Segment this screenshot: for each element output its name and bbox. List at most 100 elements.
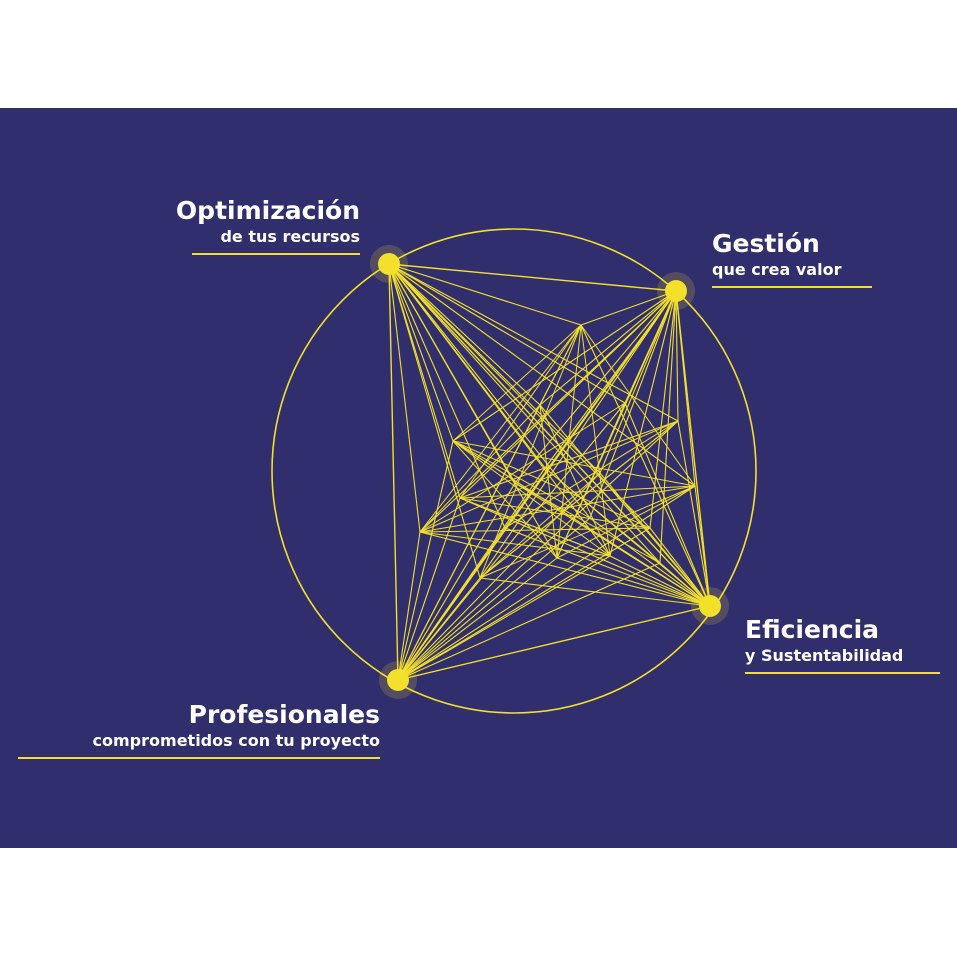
- connection-line: [419, 290, 677, 533]
- connection-line: [514, 290, 677, 484]
- connection-line: [459, 497, 611, 557]
- pillar-eficiencia-title: Eficiencia: [745, 615, 880, 644]
- node-dot: [387, 669, 409, 691]
- pillar-gestion-subtitle: que crea valor: [712, 260, 842, 279]
- connection-line: [388, 263, 506, 529]
- connection-line: [589, 517, 711, 607]
- connection-line: [397, 577, 481, 681]
- connection-line: [419, 402, 626, 533]
- connection-line: [609, 555, 711, 607]
- pillar-gestion-underline: [712, 286, 872, 288]
- connection-line: [580, 290, 677, 326]
- connection-line: [388, 263, 454, 442]
- connection-line: [388, 263, 591, 519]
- connection-line: [388, 263, 711, 607]
- pillar-eficiencia-subtitle: y Sustentabilidad: [745, 646, 904, 665]
- pillar-profesionales: Profesionales comprometidos con tu proye…: [10, 700, 380, 759]
- connection-line: [459, 420, 679, 499]
- connection-line: [459, 485, 696, 499]
- connection-line: [397, 527, 506, 681]
- connection-line: [419, 485, 696, 533]
- connection-line: [397, 482, 516, 681]
- connection-line: [452, 440, 611, 557]
- connection-line: [479, 324, 582, 579]
- connection-line: [388, 263, 481, 579]
- connection-line: [599, 290, 677, 474]
- connection-line: [459, 324, 582, 499]
- connection-line: [452, 440, 651, 529]
- connection-line: [539, 404, 558, 559]
- outer-circle: [271, 228, 757, 714]
- connection-line: [504, 420, 679, 529]
- connection-line: [539, 290, 677, 406]
- connection-line: [397, 531, 421, 681]
- connection-line: [397, 527, 651, 681]
- connection-line: [419, 404, 541, 533]
- connection-line: [388, 263, 399, 681]
- connection-line: [397, 562, 661, 681]
- connection-line: [397, 440, 454, 681]
- pillar-profesionales-subtitle: comprometidos con tu proyecto: [92, 731, 380, 750]
- pillar-optimizacion-subtitle: de tus recursos: [220, 227, 360, 246]
- connection-line: [556, 485, 696, 559]
- connection-line: [677, 420, 711, 607]
- connection-line: [419, 324, 582, 533]
- connection-line: [479, 420, 679, 579]
- connection-line: [675, 290, 679, 422]
- connection-line: [397, 485, 696, 681]
- pillar-optimizacion-underline: [192, 253, 360, 255]
- diagram-panel: Optimización de tus recursos Gestión que…: [0, 108, 957, 848]
- connection-line: [388, 263, 626, 404]
- pillar-gestion: Gestión que crea valor: [712, 229, 892, 288]
- connection-line: [609, 290, 677, 557]
- connection-lines: [388, 263, 711, 681]
- connection-line: [580, 324, 696, 487]
- node-dot: [665, 280, 687, 302]
- network-diagram: [271, 228, 757, 714]
- pillar-optimizacion-title: Optimización: [175, 196, 360, 225]
- pillar-optimizacion: Optimización de tus recursos: [130, 196, 360, 255]
- connection-line: [452, 440, 591, 519]
- pillar-profesionales-title: Profesionales: [188, 700, 380, 729]
- connection-line: [599, 472, 711, 607]
- connection-line: [539, 404, 611, 557]
- connection-line: [397, 404, 541, 681]
- connection-line: [397, 555, 611, 681]
- connection-line: [388, 263, 541, 406]
- connection-line: [452, 324, 582, 442]
- connection-line: [452, 440, 558, 559]
- connection-line: [580, 324, 711, 607]
- pillar-profesionales-underline: [18, 757, 380, 759]
- connection-line: [504, 527, 711, 607]
- connection-line: [388, 263, 677, 292]
- connection-line: [419, 420, 679, 533]
- connection-line: [397, 420, 679, 681]
- connection-line: [556, 324, 582, 559]
- connection-line: [479, 485, 696, 579]
- connection-line: [479, 472, 601, 579]
- connection-line: [556, 557, 711, 607]
- connection-line: [397, 557, 558, 681]
- connection-line: [397, 402, 626, 681]
- connection-line: [397, 497, 461, 681]
- connection-line: [452, 440, 696, 487]
- connection-line: [675, 290, 696, 487]
- connection-line: [504, 290, 677, 529]
- node-dot: [378, 253, 400, 275]
- connection-line: [388, 263, 661, 564]
- connection-line: [388, 263, 421, 533]
- pillar-eficiencia: Eficiencia y Sustentabilidad: [745, 615, 945, 674]
- connection-line: [589, 290, 677, 519]
- connection-line: [419, 531, 611, 557]
- connection-line: [539, 324, 582, 406]
- connection-line: [514, 482, 711, 607]
- node-dot: [699, 595, 721, 617]
- connection-line: [459, 497, 711, 607]
- connection-line: [649, 527, 711, 607]
- connection-line: [544, 467, 661, 564]
- connection-line: [388, 263, 558, 559]
- connection-line: [514, 482, 661, 564]
- connection-line: [694, 485, 711, 607]
- pillar-gestion-title: Gestión: [712, 229, 820, 258]
- pillar-eficiencia-underline: [745, 672, 940, 674]
